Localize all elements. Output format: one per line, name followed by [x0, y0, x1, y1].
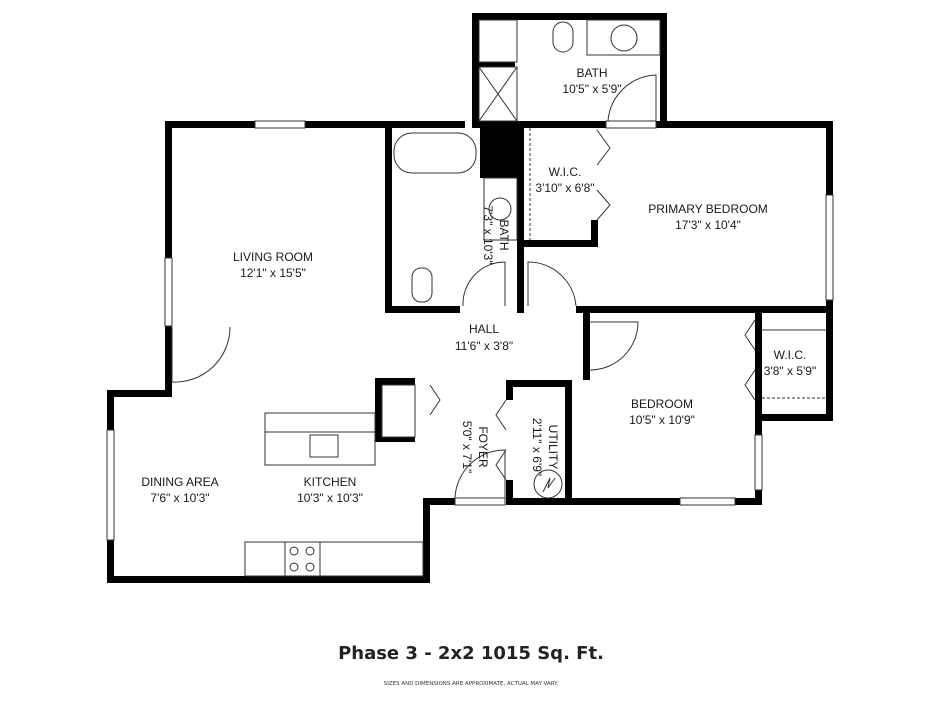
room-name-living-room: LIVING ROOM	[233, 250, 313, 264]
stove-icon	[284, 541, 321, 577]
room-name-dining-area: DINING AREA	[141, 475, 218, 489]
sink-icon	[488, 197, 512, 221]
doors	[171, 74, 756, 499]
room-name-kitchen: KITCHEN	[304, 475, 357, 489]
room-size-wic-second: 3'8" x 5'9"	[764, 364, 816, 378]
toilet-icon	[552, 21, 574, 53]
water-heater-icon	[533, 469, 563, 499]
room-size-kitchen: 10'3" x 10'3"	[297, 491, 363, 505]
shower	[478, 66, 518, 122]
room-size-hall: 11'6" x 3'8"	[455, 339, 513, 353]
room-name-wic-primary: W.I.C.	[549, 165, 582, 179]
room-name-bedroom: BEDROOM	[631, 397, 693, 411]
room-size-wic-primary: 3'10" x 6'8"	[535, 181, 594, 195]
room-labels: BATH 10'5" x 5'9" W.I.C. 3'10" x 6'8" PR…	[141, 66, 816, 505]
room-size-primary-bedroom: 17'3" x 10'4"	[675, 218, 741, 232]
counter	[244, 541, 424, 577]
room-name-bath-second: BATH	[497, 219, 511, 250]
room-size-foyer: 5'0" x 7'1"	[460, 421, 474, 473]
room-name-primary-bedroom: PRIMARY BEDROOM	[648, 202, 768, 216]
room-size-dining-area: 7'6" x 10'3"	[150, 491, 209, 505]
walls	[107, 13, 833, 583]
room-size-bath-second: 7'3" x 10'3"	[481, 205, 495, 264]
plan-title: Phase 3 - 2x2 1015 Sq. Ft.	[338, 643, 604, 664]
sink-icon	[610, 24, 638, 52]
kitchen-island	[264, 412, 376, 466]
room-name-foyer: FOYER	[476, 426, 490, 468]
room-size-living-room: 12'1" x 15'5"	[240, 266, 306, 280]
windows	[106, 120, 834, 541]
room-name-hall: HALL	[469, 322, 499, 336]
room-name-utility: UTILITY	[546, 425, 560, 470]
room-size-bedroom: 10'5" x 10'9"	[629, 413, 695, 427]
toilet-icon	[411, 267, 433, 303]
room-name-wic-second: W.I.C.	[774, 348, 807, 362]
bathtub-icon	[393, 132, 477, 174]
sink-icon	[309, 434, 339, 458]
disclaimer: SIZES AND DIMENSIONS ARE APPROXIMATE, AC…	[383, 681, 559, 687]
room-size-utility: 2'11" x 6'9"	[530, 418, 544, 476]
fixtures	[244, 19, 826, 577]
room-name-bath-primary: BATH	[576, 66, 607, 80]
room-size-bath-primary: 10'5" x 5'9"	[562, 82, 621, 96]
